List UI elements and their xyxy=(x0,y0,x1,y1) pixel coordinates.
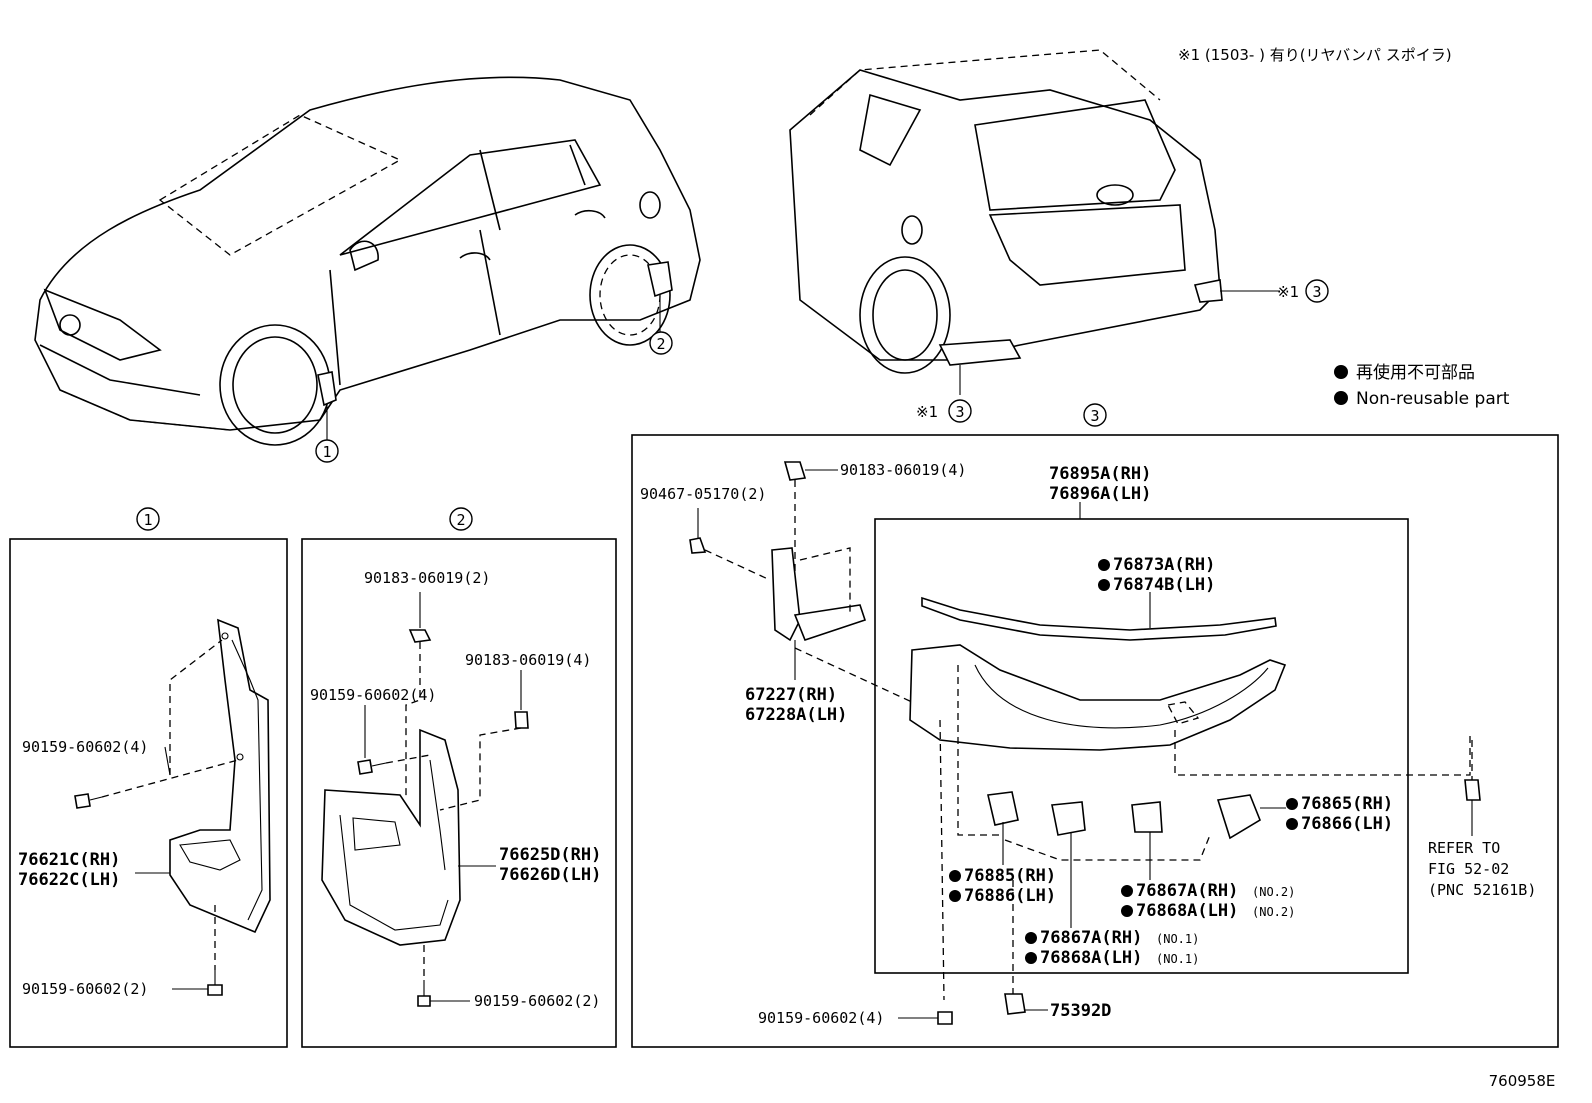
legend: 再使用不可部品 Non-reusable part xyxy=(1334,362,1510,409)
car-front-view xyxy=(34,76,701,446)
p3-clip2-lh-no: (NO.2) xyxy=(1252,905,1295,919)
svg-text:※1: ※1 xyxy=(916,403,938,421)
p3-cap-rh: 76865(RH) xyxy=(1301,794,1393,814)
svg-text:2: 2 xyxy=(656,335,665,353)
p3-clip2-rh: 76867A(RH) xyxy=(1136,881,1238,901)
p3-mold-lh: 76874B(LH) xyxy=(1113,575,1215,595)
diagram-code: 760958E xyxy=(1489,1072,1556,1090)
p2-flap-lh: 76626D(LH) xyxy=(499,865,601,885)
p2-nut-right: 90183-06019(4) xyxy=(465,651,591,669)
svg-text:2: 2 xyxy=(456,511,465,529)
p3-fastener: 75392D xyxy=(1050,1001,1111,1021)
car-rear-view xyxy=(789,49,1280,395)
svg-text:1: 1 xyxy=(322,443,331,461)
p3-cap-lh: 76866(LH) xyxy=(1301,814,1393,834)
p3-clip1-rh: 76867A(RH) xyxy=(1040,928,1142,948)
svg-text:3: 3 xyxy=(955,403,964,421)
rear-spoiler-callout-left: ※1 3 xyxy=(916,399,972,423)
panel-2-title: 2 xyxy=(449,507,473,531)
p3-nut-top: 90183-06019(4) xyxy=(840,461,966,479)
p3-clip1-rh-no: (NO.1) xyxy=(1156,932,1199,946)
p3-bracket-lh: 67228A(LH) xyxy=(745,705,847,725)
p2-bolt-top: 90159-60602(4) xyxy=(310,686,436,704)
p3-retainer-rh: 76885(RH) xyxy=(964,866,1056,886)
p3-refer-2: FIG 52-02 xyxy=(1428,860,1509,878)
p3-spoiler-lh: 76896A(LH) xyxy=(1049,484,1151,504)
p3-clip2-lh: 76868A(LH) xyxy=(1136,901,1238,921)
panel-2-mudflap xyxy=(321,592,529,1007)
p3-clip1-lh-no: (NO.1) xyxy=(1156,952,1199,966)
p1-flap-rh: 76621C(RH) xyxy=(18,850,120,870)
p2-bolt-bottom: 90159-60602(2) xyxy=(474,992,600,1010)
p3-spoiler-rh: 76895A(RH) xyxy=(1049,464,1151,484)
panel-2-frame xyxy=(301,538,617,1048)
p2-flap-rh: 76625D(RH) xyxy=(499,845,601,865)
p3-bracket-rh: 67227(RH) xyxy=(745,685,837,705)
panel-3-title: 3 xyxy=(1083,403,1107,427)
panel-1-title: 1 xyxy=(136,507,160,531)
panel-3-subassembly-frame xyxy=(874,518,1409,974)
p2-nut-top: 90183-06019(2) xyxy=(364,569,490,587)
p3-mold-rh: 76873A(RH) xyxy=(1113,555,1215,575)
legend-jp: 再使用不可部品 xyxy=(1356,362,1475,383)
top-note: ※1 (1503- ) 有り(リヤバンパ スポイラ) xyxy=(1178,46,1452,64)
panel-3-frame xyxy=(631,434,1559,1048)
p1-bolt-top: 90159-60602(4) xyxy=(22,738,148,756)
p3-bolt-bottom: 90159-60602(4) xyxy=(758,1009,884,1027)
p3-clip1-lh: 76868A(LH) xyxy=(1040,948,1142,968)
svg-text:3: 3 xyxy=(1090,407,1099,425)
legend-en: Non-reusable part xyxy=(1356,389,1510,409)
svg-text:3: 3 xyxy=(1312,283,1321,301)
panel-1-mudflap xyxy=(74,618,271,996)
p1-flap-lh: 76622C(LH) xyxy=(18,870,120,890)
callout-1-car: 1 xyxy=(315,439,339,463)
p3-clip: 90467-05170(2) xyxy=(640,485,766,503)
p1-bolt-bottom: 90159-60602(2) xyxy=(22,980,148,998)
svg-text:1: 1 xyxy=(143,511,152,529)
p3-clip2-rh-no: (NO.2) xyxy=(1252,885,1295,899)
panel-1-frame xyxy=(9,538,288,1048)
p3-refer-1: REFER TO xyxy=(1428,839,1500,857)
rear-spoiler-callout-right: ※1 3 xyxy=(1277,279,1329,303)
svg-text:※1: ※1 xyxy=(1277,283,1299,301)
p3-retainer-lh: 76886(LH) xyxy=(964,886,1056,906)
panel-3-parts xyxy=(689,461,1481,1025)
p3-refer-3: (PNC 52161B) xyxy=(1428,881,1536,899)
callout-2-car: 2 xyxy=(649,331,673,355)
